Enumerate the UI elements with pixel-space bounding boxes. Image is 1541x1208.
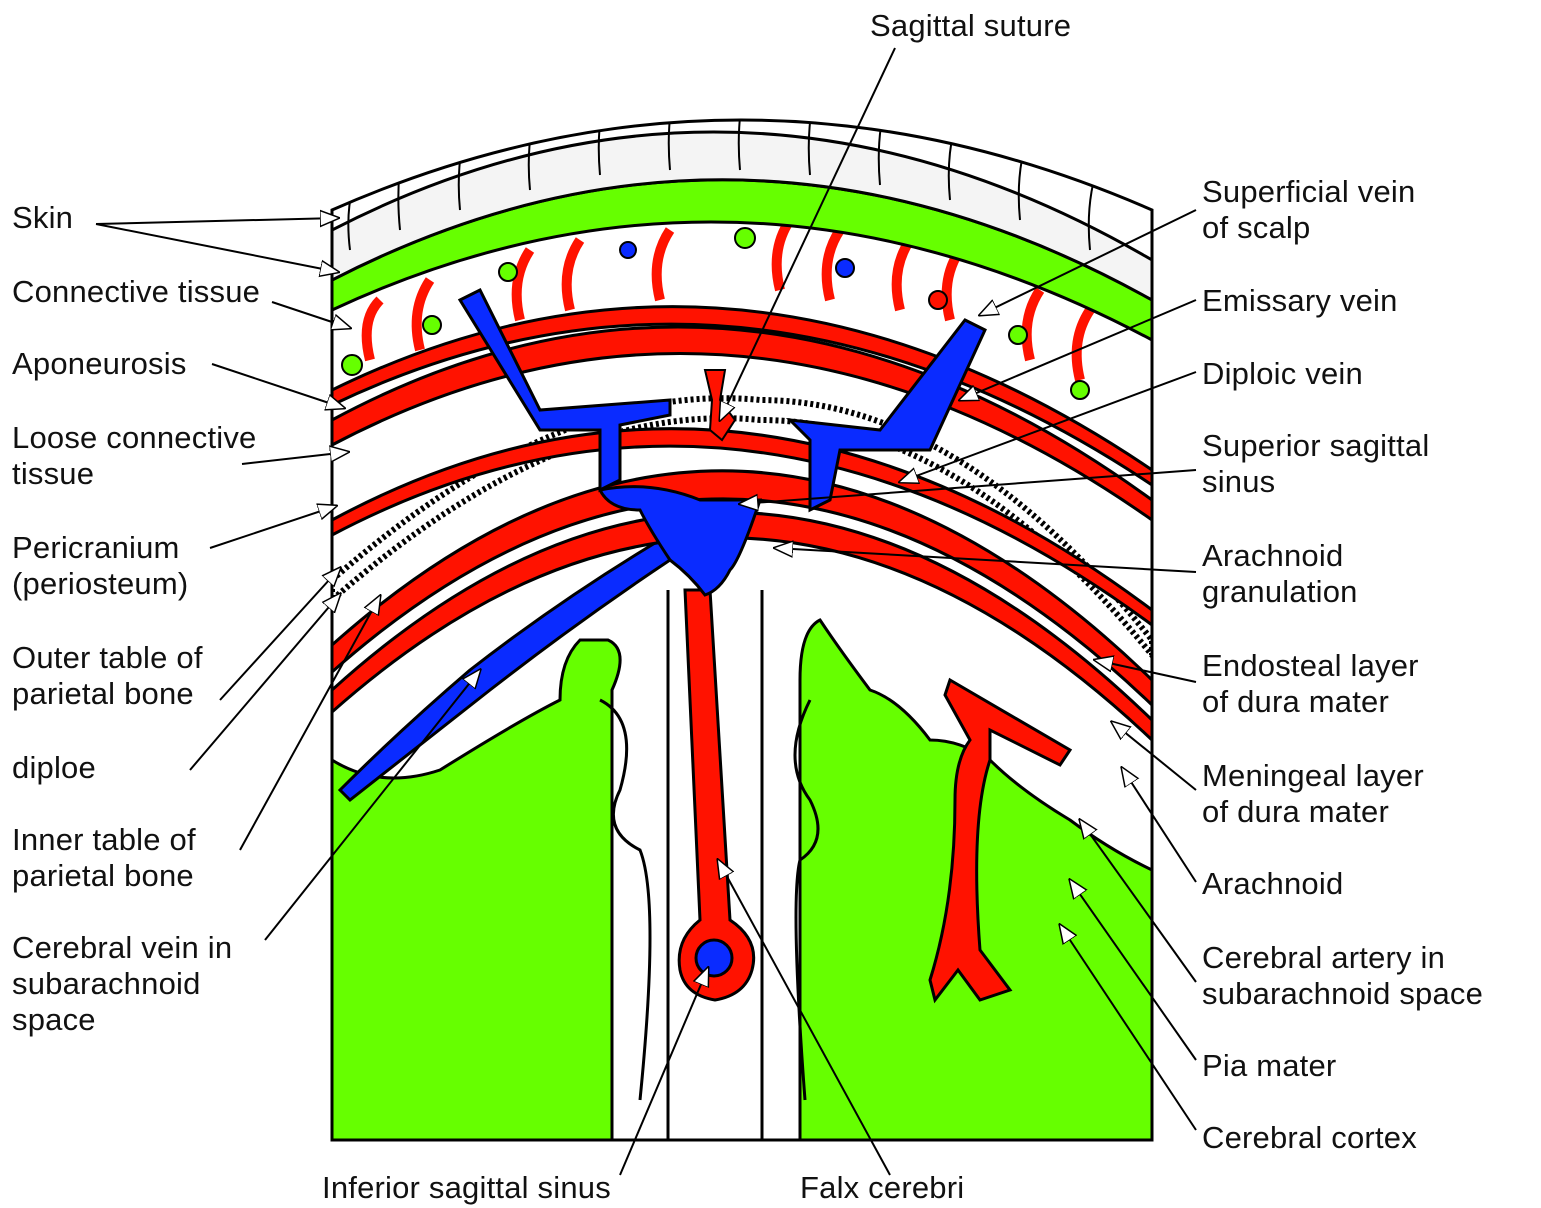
falx-cerebri — [679, 590, 754, 1000]
label-skin: Skin — [12, 200, 73, 236]
label-diploic-vein: Diploic vein — [1202, 356, 1363, 392]
label-pia-mater: Pia mater — [1202, 1048, 1336, 1084]
label-pericranium: Pericranium (periosteum) — [12, 530, 188, 602]
label-connective-tissue: Connective tissue — [12, 274, 260, 310]
label-arachnoid: Arachnoid — [1202, 866, 1343, 902]
label-outer-table: Outer table of parietal bone — [12, 640, 203, 712]
label-aponeurosis: Aponeurosis — [12, 346, 187, 382]
label-endosteal-layer: Endosteal layer of dura mater — [1202, 648, 1419, 720]
label-superficial-vein: Superficial vein of scalp — [1202, 174, 1415, 246]
label-inferior-sagittal-sinus: Inferior sagittal sinus — [322, 1170, 611, 1206]
label-loose-connective-tissue: Loose connective tissue — [12, 420, 256, 492]
label-inner-table: Inner table of parietal bone — [12, 822, 196, 894]
inferior-sagittal-sinus — [696, 940, 732, 976]
label-cerebral-vein: Cerebral vein in subarachnoid space — [12, 930, 232, 1038]
label-arachnoid-granulation: Arachnoid granulation — [1202, 538, 1358, 610]
label-superior-sagittal-sinus: Superior sagittal sinus — [1202, 428, 1429, 500]
label-meningeal-layer: Meningeal layer of dura mater — [1202, 758, 1424, 830]
label-cerebral-cortex: Cerebral cortex — [1202, 1120, 1417, 1156]
label-sagittal-suture: Sagittal suture — [870, 8, 1071, 44]
label-emissary-vein: Emissary vein — [1202, 283, 1398, 319]
label-diploe: diploe — [12, 750, 96, 786]
label-cerebral-artery: Cerebral artery in subarachnoid space — [1202, 940, 1483, 1012]
label-falx-cerebri: Falx cerebri — [800, 1170, 964, 1206]
